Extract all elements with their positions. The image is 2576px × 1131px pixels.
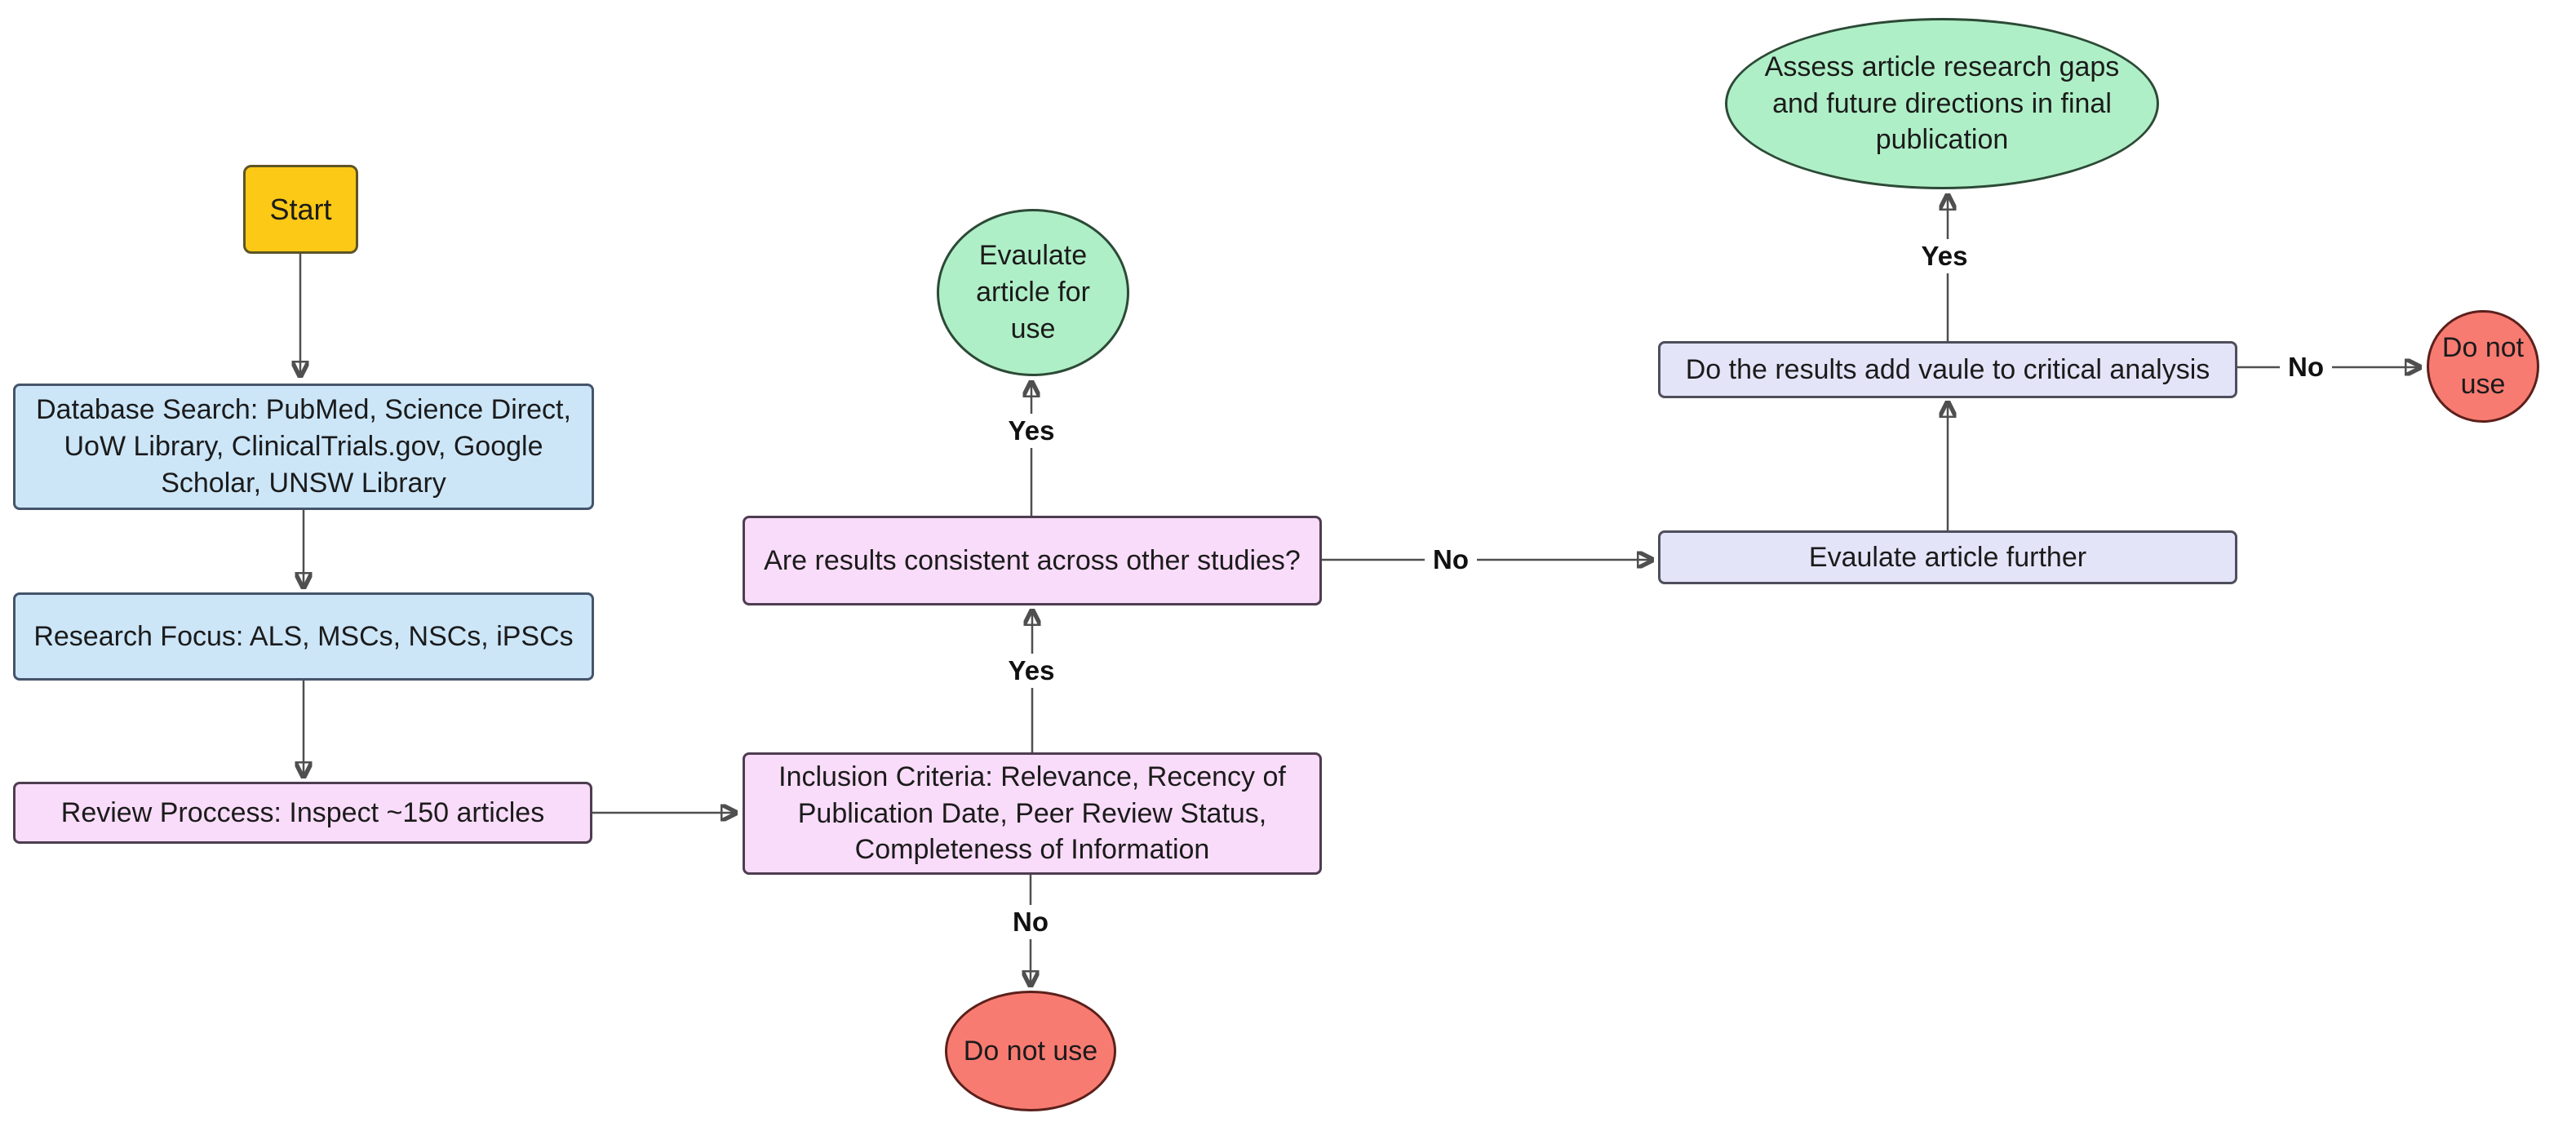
results-consistent-node: Are results consistent across other stud…	[743, 516, 1322, 605]
results-consistent-label: Are results consistent across other stud…	[764, 544, 1301, 576]
inclusion-criteria-node: Inclusion Criteria: Relevance, Recency o…	[743, 752, 1322, 875]
inclusion-criteria-label: Inclusion Criteria: Relevance, Recency o…	[778, 761, 1286, 866]
start-label: Start	[269, 192, 332, 226]
evaluate-further-node: Evaulate article further	[1658, 530, 2237, 584]
edge-label-add-value-to-do-not-use: No	[2280, 350, 2332, 384]
do-not-use-right-label: Do not use	[2441, 332, 2525, 400]
do-not-use-bottom-node: Do not use	[945, 991, 1116, 1111]
evaluate-further-label: Evaulate article further	[1808, 541, 2087, 573]
do-not-use-bottom-label: Do not use	[963, 1035, 1098, 1067]
review-process-node: Review Proccess: Inspect ~150 articles	[13, 782, 592, 844]
evaluate-article-use-node: Evaulate article for use	[937, 209, 1129, 376]
assess-gaps-node: Assess article research gaps and future …	[1725, 18, 2159, 189]
edge-label-inclusion-to-consistent: Yes	[1000, 654, 1063, 688]
do-not-use-right-node: Do not use	[2427, 310, 2539, 423]
research-focus-label: Research Focus: ALS, MSCs, NSCs, iPSCs	[33, 620, 574, 652]
edge-label-consistent-to-evaluate: Yes	[1000, 414, 1063, 448]
edge-label-add-value-to-assess: Yes	[1913, 239, 1976, 273]
start-node: Start	[243, 165, 358, 254]
review-process-label: Review Proccess: Inspect ~150 articles	[60, 796, 545, 828]
evaluate-article-use-label: Evaulate article for use	[976, 240, 1090, 344]
database-search-label: Database Search: PubMed, Science Direct,…	[36, 394, 571, 499]
results-add-value-label: Do the results add vaule to critical ana…	[1685, 353, 2210, 385]
database-search-node: Database Search: PubMed, Science Direct,…	[13, 384, 594, 510]
edge-label-consistent-to-further: No	[1425, 543, 1477, 577]
edge-label-inclusion-to-do-not-use: No	[1004, 905, 1057, 939]
assess-gaps-label: Assess article research gaps and future …	[1764, 51, 2120, 156]
research-focus-node: Research Focus: ALS, MSCs, NSCs, iPSCs	[13, 592, 594, 681]
results-add-value-node: Do the results add vaule to critical ana…	[1658, 341, 2237, 398]
